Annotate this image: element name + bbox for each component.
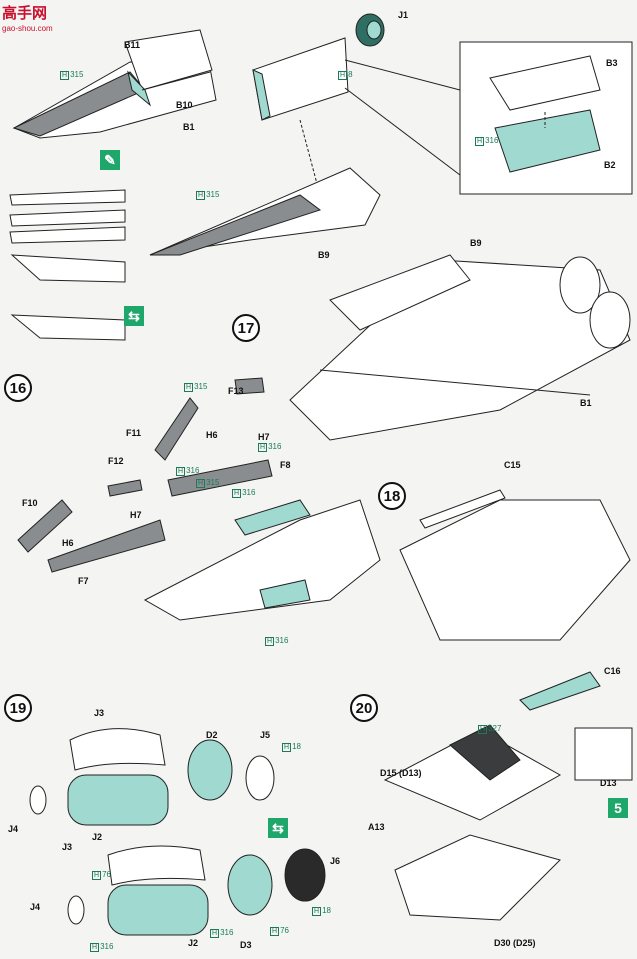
label-j3-lower: J3: [62, 842, 73, 852]
fuselage-step17: [289, 254, 631, 441]
label-b3: B3: [606, 58, 618, 68]
swap-arrows-icon-2: ⇆: [268, 818, 288, 838]
side-blades: [9, 189, 126, 341]
tub-step20: [383, 724, 633, 921]
paint-tool-icon: ✎: [100, 150, 120, 170]
label-h7-upper: H7: [258, 432, 270, 442]
watermark-url: gao-shou.com: [2, 24, 53, 33]
label-b11: B11: [124, 40, 141, 50]
detail-inset: [344, 41, 633, 195]
label-c16: C16: [604, 666, 621, 676]
label-b10: B10: [176, 100, 193, 110]
label-d3: D3: [240, 940, 252, 950]
step-18-marker: 18: [378, 482, 406, 510]
label-j1: J1: [398, 10, 409, 20]
label-d2: D2: [206, 730, 218, 740]
label-j5: J5: [260, 730, 271, 740]
label-f10: F10: [22, 498, 38, 508]
label-b1-fuselage: B1: [580, 398, 592, 408]
step-16-marker: 16: [4, 374, 32, 402]
step-20-marker: 20: [350, 694, 378, 722]
label-h7-lower: H7: [130, 510, 142, 520]
intake-assembly-upper: [12, 29, 217, 139]
label-j2-upper: J2: [92, 832, 103, 842]
label-j3-upper: J3: [94, 708, 105, 718]
label-b2: B2: [604, 160, 616, 170]
label-f13: F13: [228, 386, 244, 396]
label-j4-upper: J4: [8, 824, 19, 834]
label-b1-upper: B1: [183, 122, 195, 132]
label-d30: D30 (D25): [494, 938, 536, 948]
label-b9-fuselage: B9: [470, 238, 482, 248]
label-h6-upper: H6: [206, 430, 218, 440]
step-17-marker: 17: [232, 314, 260, 342]
label-f11: F11: [126, 428, 142, 438]
label-f7: F7: [78, 576, 89, 586]
watermark-logo: 高手网 gao-shou.com: [2, 2, 72, 38]
label-c15: C15: [504, 460, 521, 470]
label-d13: D13: [600, 778, 617, 788]
watermark-title: 高手网: [2, 4, 48, 22]
cockpit-step16: [17, 377, 381, 621]
step-19-marker: 19: [4, 694, 32, 722]
swap-arrows-icon: ⇆: [124, 306, 144, 326]
engine-step19: [29, 728, 326, 936]
reference-5-badge: 5: [608, 798, 628, 818]
fuselage-step18: [399, 489, 631, 711]
label-a13: A13: [368, 822, 385, 832]
label-b9-lower: B9: [318, 250, 330, 260]
duct-center: [252, 37, 349, 196]
label-f12: F12: [108, 456, 124, 466]
label-f8: F8: [280, 460, 291, 470]
label-j2-lower: J2: [188, 938, 199, 948]
b9-part: [149, 167, 381, 256]
j1-part: [355, 13, 385, 47]
label-j4-lower: J4: [30, 902, 41, 912]
label-j6: J6: [330, 856, 341, 866]
label-d15: D15 (D13): [380, 768, 422, 778]
label-h6-lower: H6: [62, 538, 74, 548]
